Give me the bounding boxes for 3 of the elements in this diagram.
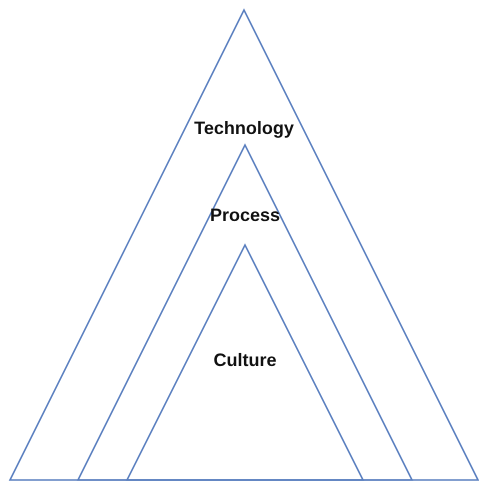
layer-label: Culture — [214, 350, 276, 370]
layer-label: Process — [210, 205, 280, 225]
layer-label: Technology — [194, 118, 294, 138]
